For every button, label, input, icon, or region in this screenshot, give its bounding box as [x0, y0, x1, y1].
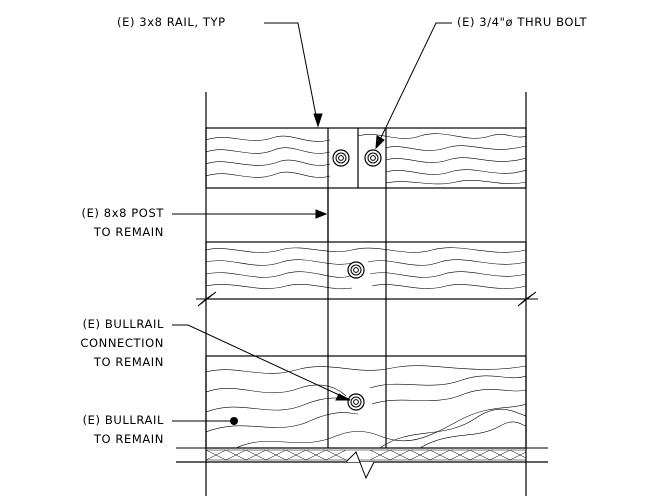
break-lines — [196, 291, 538, 307]
label-connection-line2: CONNECTION — [80, 336, 164, 350]
label-post-line1: (E) 8x8 POST — [81, 206, 164, 220]
label-connection-line3: TO REMAIN — [93, 355, 164, 369]
deck-strip — [176, 447, 548, 480]
leader-connection — [172, 324, 351, 401]
leader-post — [172, 209, 328, 219]
hidden-post-lines — [327, 128, 387, 448]
middle-rail — [205, 241, 527, 300]
label-bullrail-line2: TO REMAIN — [93, 432, 164, 446]
thru-bolt-2 — [364, 149, 382, 167]
label-rail: (E) 3x8 RAIL, TYP — [117, 15, 226, 29]
top-rail — [205, 127, 527, 189]
thru-bolt-3 — [347, 261, 365, 279]
label-connection-line1: (E) BULLRAIL — [82, 317, 164, 331]
thru-bolt-1 — [332, 149, 350, 167]
bullrail — [205, 355, 527, 449]
thru-bolt-4 — [347, 393, 365, 411]
leader-bolt — [375, 22, 452, 150]
label-post-line2: TO REMAIN — [93, 225, 164, 239]
label-bullrail-line1: (E) BULLRAIL — [82, 413, 164, 427]
label-thru-bolt: (E) 3/4"ø THRU BOLT — [457, 15, 588, 29]
bullrail-marker-dot — [230, 417, 238, 425]
leader-rail — [264, 22, 323, 128]
